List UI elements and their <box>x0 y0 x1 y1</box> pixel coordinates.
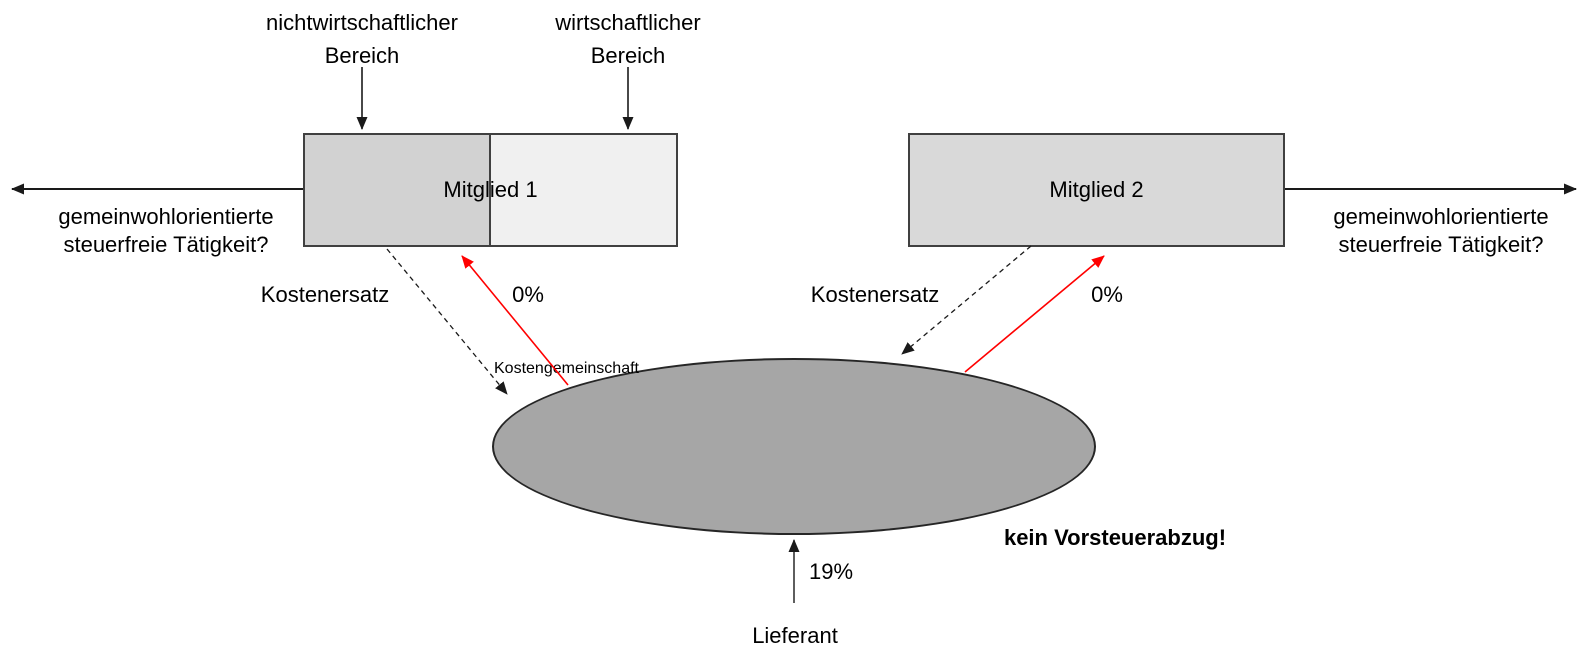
economic-area-label: wirtschaftlicher Bereich <box>478 6 778 72</box>
zero-rate-right-red-arrow <box>964 255 1105 373</box>
zero-rate-left-label: 0% <box>512 282 544 307</box>
member2-label: Mitglied 2 <box>1049 177 1144 202</box>
kostenersatz-right-label: Kostenersatz <box>810 282 940 307</box>
question-right: gemeinwohlorientierte steuerfreie Tätigk… <box>1291 203 1588 259</box>
zero-rate-right-label: 0% <box>1091 282 1123 307</box>
kostenersatz-left-label: Kostenersatz <box>260 282 390 307</box>
question-right-line2: steuerfreie Tätigkeit? <box>1338 232 1544 257</box>
economic-area-label-line2: Bereich <box>590 43 666 68</box>
question-left-line1: gemeinwohlorientierte <box>58 204 274 229</box>
no-input-tax-note: kein Vorsteuerabzug! <box>1003 525 1227 550</box>
question-right-line1: gemeinwohlorientierte <box>1333 204 1549 229</box>
cost-community-label: Kostengemeinschaft <box>494 360 639 377</box>
question-left-line2: steuerfreie Tätigkeit? <box>63 232 269 257</box>
question-left: gemeinwohlorientierte steuerfreie Tätigk… <box>16 203 316 259</box>
noneconomic-area-label: nichtwirtschaftlicher Bereich <box>212 6 512 72</box>
member1-economic-area <box>490 135 676 245</box>
kostenersatz-left-dashed-arrow <box>386 248 508 395</box>
member1-box: Mitglied 1 <box>303 133 678 247</box>
economic-area-label-line1: wirtschaftlicher <box>555 10 701 35</box>
member1-label: Mitglied 1 <box>443 177 538 202</box>
cost-community-ellipse: Kostengemeinschaft <box>492 358 1096 535</box>
member1-noneconomic-area <box>305 135 491 245</box>
noneconomic-area-label-line1: nichtwirtschaftlicher <box>266 10 458 35</box>
noneconomic-area-label-line2: Bereich <box>324 43 400 68</box>
member2-box: Mitglied 2 <box>908 133 1285 247</box>
vat-rate-label: 19% <box>808 559 854 584</box>
supplier-label: Lieferant <box>752 623 838 648</box>
